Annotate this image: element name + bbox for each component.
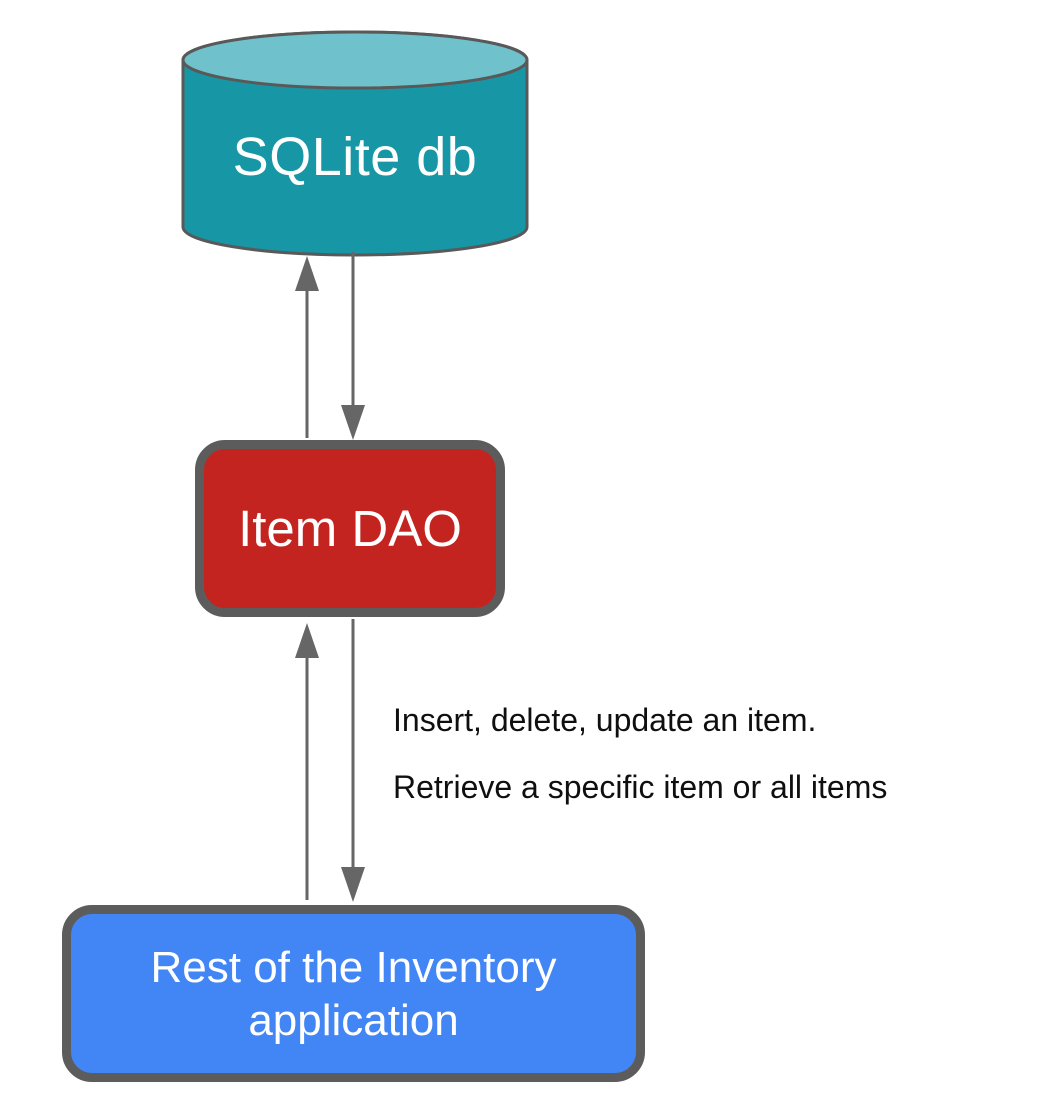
database-node-label: SQLite db <box>232 127 478 187</box>
annotation-line-1: Insert, delete, update an item. <box>393 702 817 738</box>
arrow-app-to-dao <box>295 623 319 900</box>
arrow-dao-to-db-head <box>295 256 319 291</box>
app-node-label: Rest of the Inventory application <box>150 942 557 1045</box>
dao-node: Item DAO <box>195 440 505 617</box>
annotation-line-2: Retrieve a specific item or all items <box>393 769 888 805</box>
app-node: Rest of the Inventory application <box>62 905 645 1082</box>
arrow-dao-to-app <box>341 619 365 902</box>
arrow-dao-to-app-head <box>341 867 365 902</box>
dao-node-label: Item DAO <box>238 500 462 557</box>
database-cylinder <box>181 30 529 257</box>
database-cylinder-top <box>181 30 529 90</box>
arrow-db-to-dao <box>341 252 365 440</box>
arrow-dao-to-db <box>295 256 319 438</box>
arrow-app-to-dao-head <box>295 623 319 658</box>
arrow-db-to-dao-head <box>341 405 365 440</box>
